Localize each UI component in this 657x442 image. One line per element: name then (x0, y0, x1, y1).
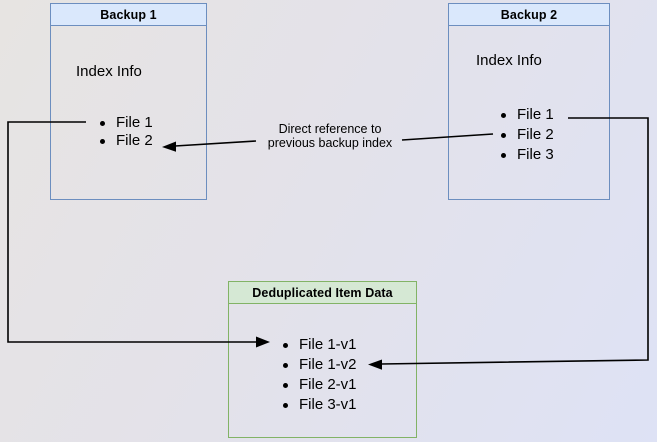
node-backup-2-subtitle: Index Info (476, 52, 542, 69)
list-item: File 3-v1 (281, 395, 357, 415)
direct-reference-label-line2: previous backup index (267, 135, 393, 150)
node-backup-1-subtitle: Index Info (76, 63, 142, 80)
list-item: File 1 (98, 114, 153, 132)
list-item: File 1-v2 (281, 355, 357, 375)
list-item: File 3 (499, 145, 554, 165)
list-item: File 1 (499, 105, 554, 125)
node-backup-2-title: Backup 2 (449, 4, 609, 26)
list-item: File 2-v1 (281, 375, 357, 395)
direct-reference-label-line1: Direct reference to (278, 122, 382, 136)
list-item: File 1-v1 (281, 335, 357, 355)
node-backup-1-title: Backup 1 (51, 4, 206, 26)
node-dedup-title: Deduplicated Item Data (229, 282, 416, 304)
direct-reference-label: Direct reference to previous backup inde… (250, 122, 410, 150)
list-item: File 2 (98, 132, 153, 150)
list-item: File 2 (499, 125, 554, 145)
